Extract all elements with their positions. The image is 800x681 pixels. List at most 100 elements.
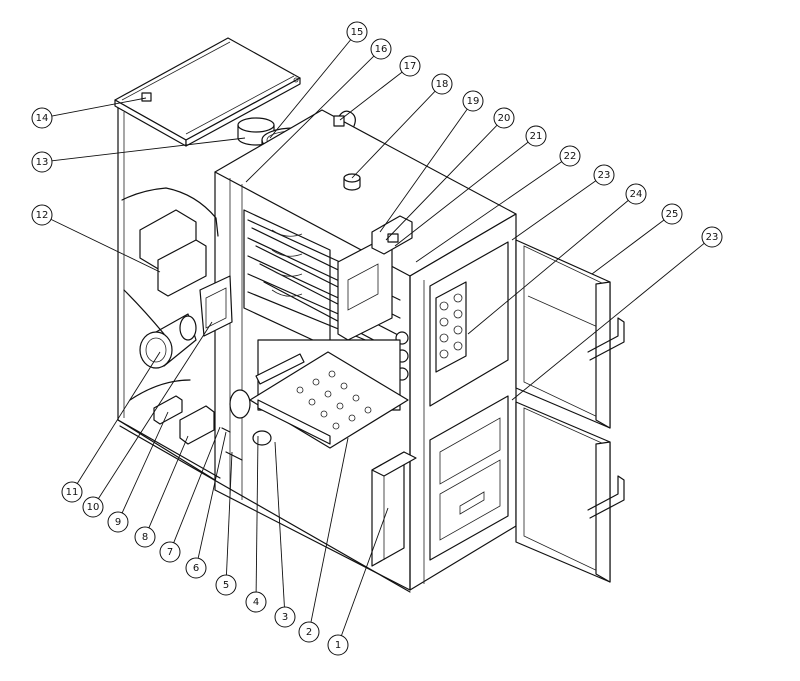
callout-17: 17 (339, 55, 421, 121)
callout-19: 19 (379, 90, 484, 233)
callout-bubble (462, 90, 484, 112)
callout-leader-line (394, 141, 529, 247)
callout-leader-line (274, 441, 285, 608)
callout-6: 6 (185, 431, 227, 579)
callout-bubble (593, 164, 615, 186)
callout-leader-line (148, 435, 189, 528)
callout-number: 18 (436, 79, 449, 90)
callout-14: 14 (31, 97, 147, 129)
grate (249, 339, 409, 449)
callout-9: 9 (107, 411, 169, 533)
callout-number: 23 (598, 170, 611, 181)
callout-leader-line (76, 351, 161, 484)
callout-number: 21 (530, 131, 543, 142)
callout-number: 13 (36, 157, 49, 168)
callout-12: 12 (31, 204, 161, 273)
callout-number: 3 (282, 612, 288, 623)
callout-3: 3 (274, 441, 296, 628)
heat-exchanger (243, 209, 409, 381)
callout-number: 14 (36, 113, 49, 124)
callout-bubble (701, 226, 723, 248)
electrical-box (153, 395, 215, 445)
callout-number: 2 (306, 627, 312, 638)
callout-number: 16 (375, 44, 388, 55)
callout-leader-line (379, 108, 468, 233)
callout-number: 17 (404, 61, 417, 72)
callout-16: 16 (245, 38, 392, 183)
callout-bubble (431, 73, 453, 95)
callout-leader-line (341, 507, 389, 636)
callout-leader-line (351, 90, 436, 179)
control-panel (337, 215, 413, 341)
callout-number: 24 (630, 189, 643, 200)
callout-leader-line (98, 321, 213, 499)
callout-layer: 1234567891011121314151617181920212223242… (31, 21, 723, 656)
callout-bubble (559, 145, 581, 167)
callout-8: 8 (134, 435, 189, 548)
callout-number: 1 (335, 640, 341, 651)
callout-2: 2 (298, 437, 349, 643)
callout-bubble (274, 606, 296, 628)
callout-bubble (159, 541, 181, 563)
callout-15: 15 (269, 21, 368, 139)
callout-leader-line (310, 437, 349, 623)
callout-5: 5 (215, 451, 237, 596)
callout-number: 6 (193, 563, 199, 574)
fan-motor (139, 313, 197, 369)
callout-23: 23 (511, 164, 615, 241)
callout-number: 9 (115, 517, 121, 528)
callout-leader-line (385, 124, 498, 241)
callout-bubble (346, 21, 368, 43)
callout-number: 22 (564, 151, 577, 162)
callout-23b: 23 (511, 226, 723, 401)
callout-22: 22 (415, 145, 581, 263)
callout-leader-line (245, 55, 375, 183)
callout-bubble (215, 574, 237, 596)
callout-1: 1 (327, 507, 389, 656)
callout-bubble (298, 621, 320, 643)
lower-door (515, 401, 625, 583)
callout-leader-line (226, 451, 233, 576)
callout-leader-line (511, 242, 705, 401)
callout-number: 15 (351, 27, 364, 38)
callout-leader-line (51, 137, 246, 162)
callout-7: 7 (159, 426, 221, 563)
callout-leader-line (121, 411, 169, 514)
callout-bubble (370, 38, 392, 60)
callout-4: 4 (245, 435, 267, 613)
callout-18: 18 (351, 73, 453, 179)
callout-leader-line (415, 161, 563, 263)
callout-number: 8 (142, 532, 148, 543)
top-cover (114, 37, 301, 147)
callout-leader-line (51, 97, 147, 117)
callout-bubble (82, 496, 104, 518)
callout-leader-line (197, 431, 227, 559)
callout-number: 7 (167, 547, 173, 558)
callout-leader-line (591, 219, 665, 275)
callout-number: 4 (253, 597, 259, 608)
callout-leader-line (50, 218, 161, 273)
callout-bubble (61, 481, 83, 503)
callout-number: 5 (223, 580, 229, 591)
callout-bubble (625, 183, 647, 205)
callout-leader-line (173, 426, 221, 543)
callout-bubble (399, 55, 421, 77)
callout-bubble (245, 591, 267, 613)
upper-door (435, 239, 625, 429)
callout-leader-line (269, 39, 352, 139)
callout-11: 11 (61, 351, 161, 503)
callout-leader-line (467, 200, 629, 335)
callout-leader-line (511, 180, 597, 241)
callout-leader-line (339, 71, 403, 121)
callout-bubble (31, 204, 53, 226)
callout-bubble (327, 634, 349, 656)
callout-leader-line (255, 435, 259, 593)
callout-bubble (31, 151, 53, 173)
callout-number: 10 (87, 502, 100, 513)
callout-number: 23 (706, 232, 719, 243)
callout-25: 25 (591, 203, 683, 275)
callout-20: 20 (385, 107, 515, 241)
callout-bubble (493, 107, 515, 129)
